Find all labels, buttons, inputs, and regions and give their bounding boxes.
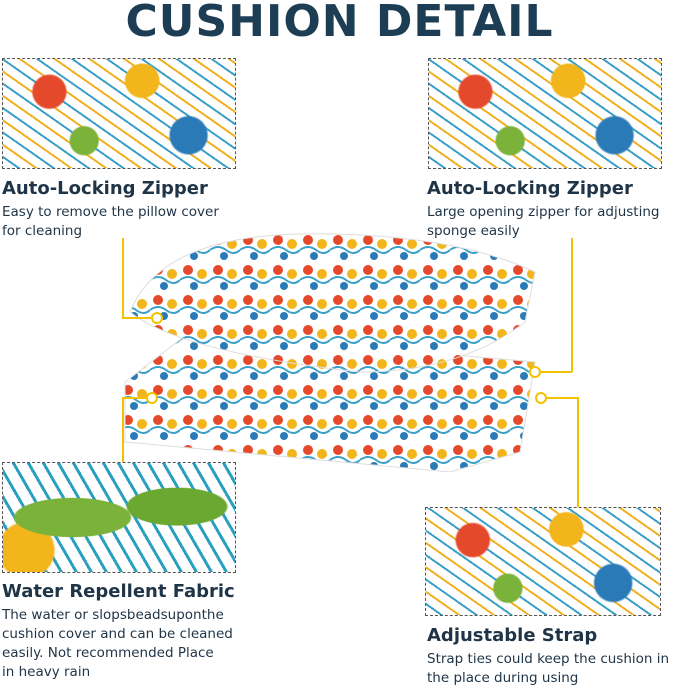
leader-line xyxy=(122,397,148,399)
feature-heading: Auto-Locking Zipper xyxy=(427,178,633,199)
feature-zipper-pillow: Auto-Locking Zipper Easy to remove the p… xyxy=(2,178,262,241)
feature-text: sponge easily xyxy=(427,223,520,239)
feature-text: the place during using xyxy=(427,670,579,686)
feature-water-repellent: Water Repellent Fabric The water or slop… xyxy=(2,581,262,682)
feature-text: The water or slopsbeadsuponthe xyxy=(2,607,224,623)
leader-line xyxy=(122,397,124,462)
zipper-pillow-photo xyxy=(2,58,236,169)
strap-photo xyxy=(425,507,661,616)
leader-line xyxy=(122,238,124,318)
feature-text: for cleaning xyxy=(2,223,83,239)
feature-text: Easy to remove the pillow cover xyxy=(2,204,219,220)
feature-heading: Auto-Locking Zipper xyxy=(2,178,208,199)
leader-line xyxy=(577,397,579,507)
fabric-photo xyxy=(2,462,236,573)
zipper-marker-icon xyxy=(529,366,541,378)
leader-line xyxy=(122,317,152,319)
leader-line xyxy=(540,371,572,373)
feature-text: Strap ties could keep the cushion in xyxy=(427,651,670,667)
feature-heading: Adjustable Strap xyxy=(427,625,598,646)
zipper-cushion-photo xyxy=(428,58,662,169)
feature-text: cushion cover and can be cleaned xyxy=(2,626,233,642)
page-title: CUSHION DETAIL xyxy=(125,0,554,47)
strap-marker-icon xyxy=(535,392,547,404)
leader-line xyxy=(571,238,573,372)
feature-zipper-cushion: Auto-Locking Zipper Large opening zipper… xyxy=(427,178,679,241)
feature-adjustable-strap: Adjustable Strap Strap ties could keep t… xyxy=(427,625,679,688)
zipper-marker-icon xyxy=(151,312,163,324)
feature-text: in heavy rain xyxy=(2,664,91,680)
leader-line xyxy=(546,397,578,399)
feature-text: Large opening zipper for adjusting xyxy=(427,204,660,220)
fabric-marker-icon xyxy=(146,392,158,404)
feature-heading: Water Repellent Fabric xyxy=(2,581,235,602)
feature-text: easily. Not recommended Place xyxy=(2,645,214,661)
cushion-product-image xyxy=(124,233,536,472)
